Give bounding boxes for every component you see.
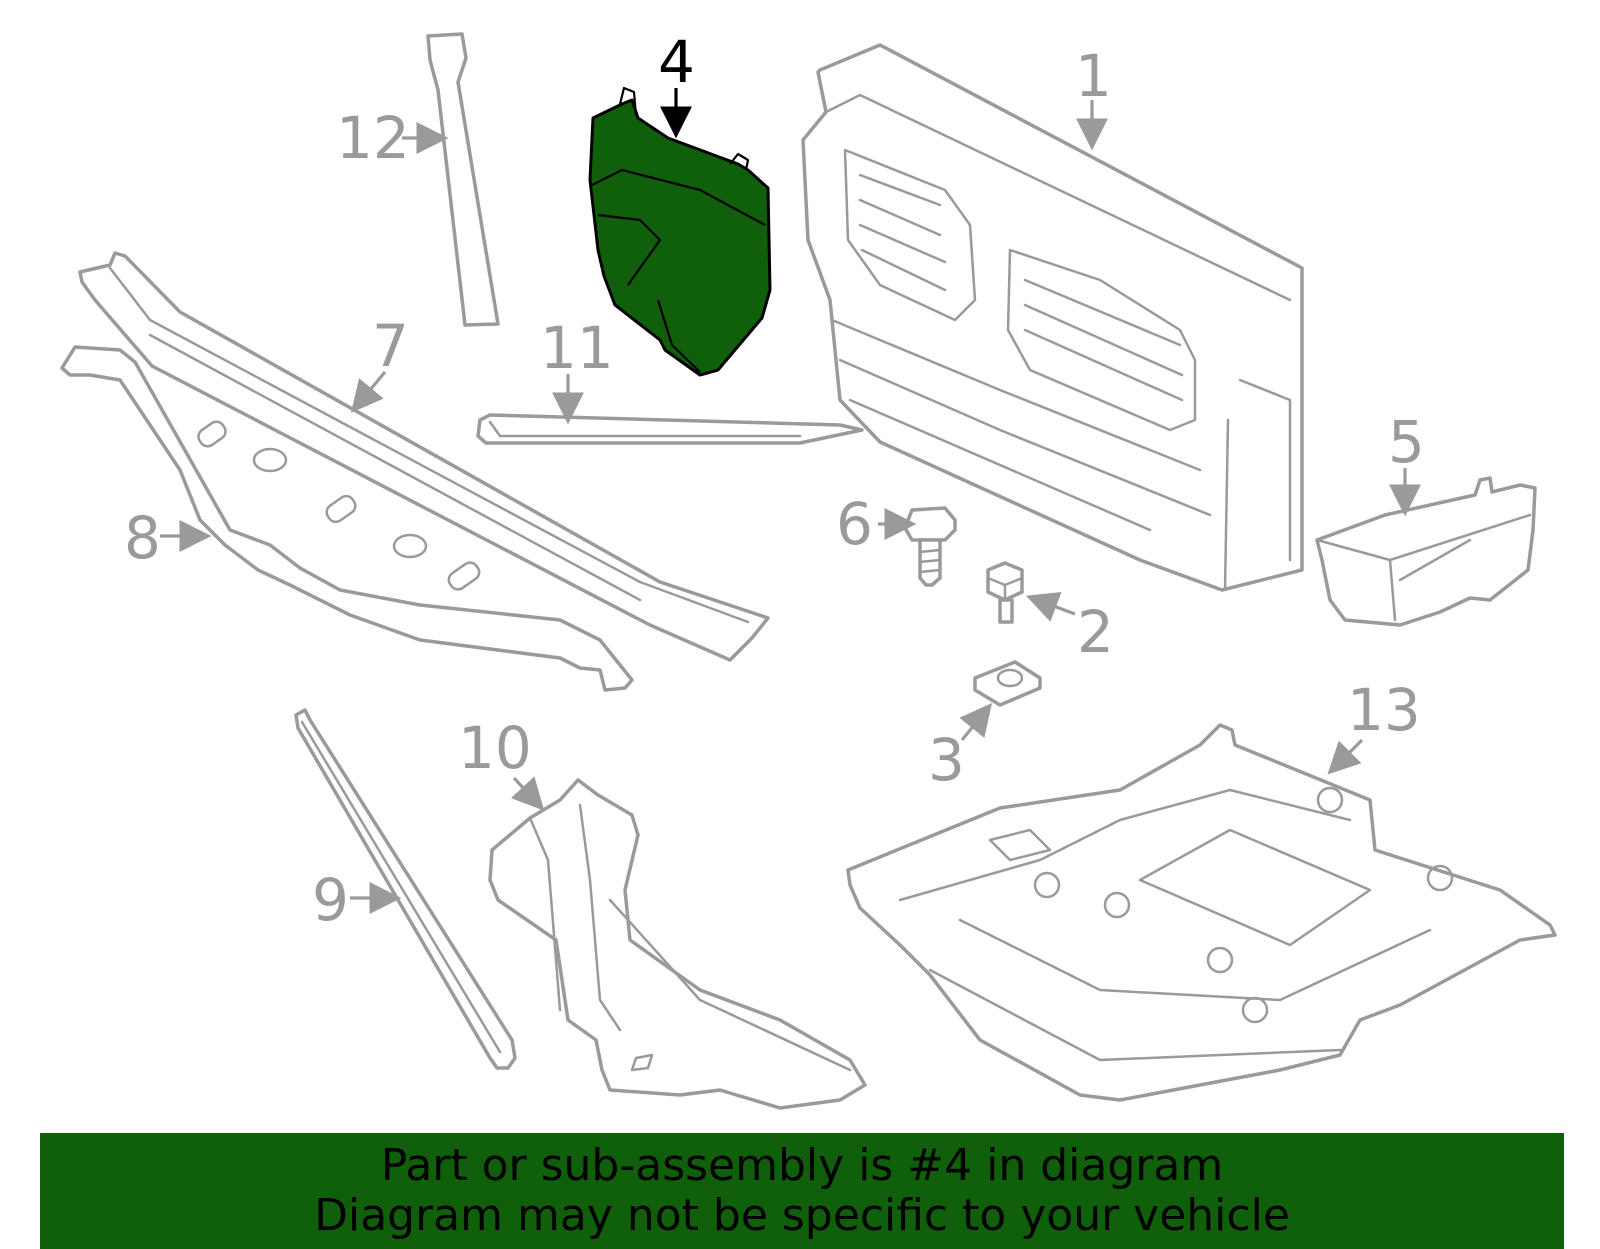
part-12-strip (426, 32, 500, 327)
callout-3: 3 (928, 726, 965, 794)
part-4-air-duct[interactable] (588, 86, 772, 377)
callout-1: 1 (1075, 42, 1112, 110)
callout-8: 8 (124, 504, 161, 572)
part-8-panel (60, 345, 634, 692)
callout-4: 4 (658, 28, 695, 96)
part-5-bracket (1315, 476, 1537, 627)
leader-arrows (160, 88, 1421, 914)
part-7-cross-member (78, 251, 770, 662)
banner-line-part: Part or sub-assembly is #4 in diagram (380, 1140, 1224, 1191)
part-1-grille-frame (801, 43, 1304, 592)
part-6-bolt (903, 506, 957, 587)
part-3-clip-nut (973, 660, 1042, 707)
callout-10: 10 (458, 714, 532, 782)
part-13-underbody-shield (846, 723, 1557, 1102)
callout-13: 13 (1347, 676, 1421, 744)
callout-5: 5 (1388, 408, 1425, 476)
callout-6: 6 (836, 490, 873, 558)
callout-2: 2 (1077, 598, 1114, 666)
callout-7: 7 (372, 312, 409, 380)
part-11-strip (476, 413, 864, 445)
banner-line-disclaimer: Diagram may not be specific to your vehi… (314, 1190, 1290, 1241)
callout-9: 9 (312, 866, 349, 934)
callout-labels: 4 1 12 7 11 5 6 8 2 13 10 3 9 (124, 28, 1425, 934)
info-banner: Part or sub-assembly is #4 in diagram Di… (40, 1133, 1564, 1249)
callout-12: 12 (336, 104, 410, 172)
callout-11: 11 (540, 314, 614, 382)
part-2-hex-bolt (986, 561, 1024, 624)
part-10-support (488, 778, 867, 1110)
